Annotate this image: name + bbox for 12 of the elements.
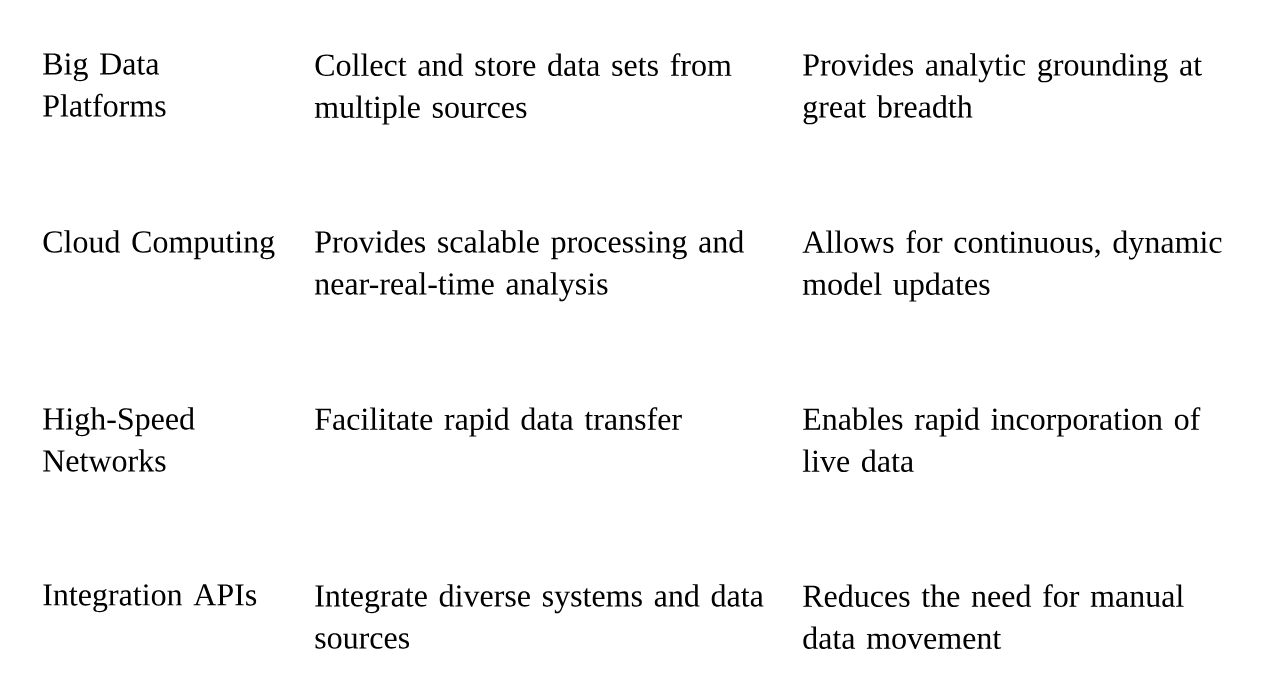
function-text: Collect and store data sets from multiple sources bbox=[314, 53, 732, 125]
benefit-text: Provides analytic grounding at great breadth bbox=[803, 53, 1202, 125]
row-heading: Integration APIs bbox=[43, 584, 257, 613]
row-heading: High-Speed Networks bbox=[43, 407, 195, 472]
benefit-text: Enables rapid incorporation of live data bbox=[802, 407, 1201, 473]
function-text: Integrate diverse systems and data sources bbox=[315, 584, 764, 649]
benefit-text: Allows for continuous, dynamic model updates bbox=[802, 230, 1222, 302]
benefit-text: Reduces the need for manual data movement bbox=[803, 584, 1184, 650]
row-heading: Cloud Computing bbox=[43, 230, 275, 260]
function-text: Facilitate rapid data transfer bbox=[315, 407, 682, 437]
row-heading: Big Data Platforms bbox=[43, 53, 166, 117]
function-text: Provides scalable processing and near-real-time analysis bbox=[314, 230, 744, 302]
